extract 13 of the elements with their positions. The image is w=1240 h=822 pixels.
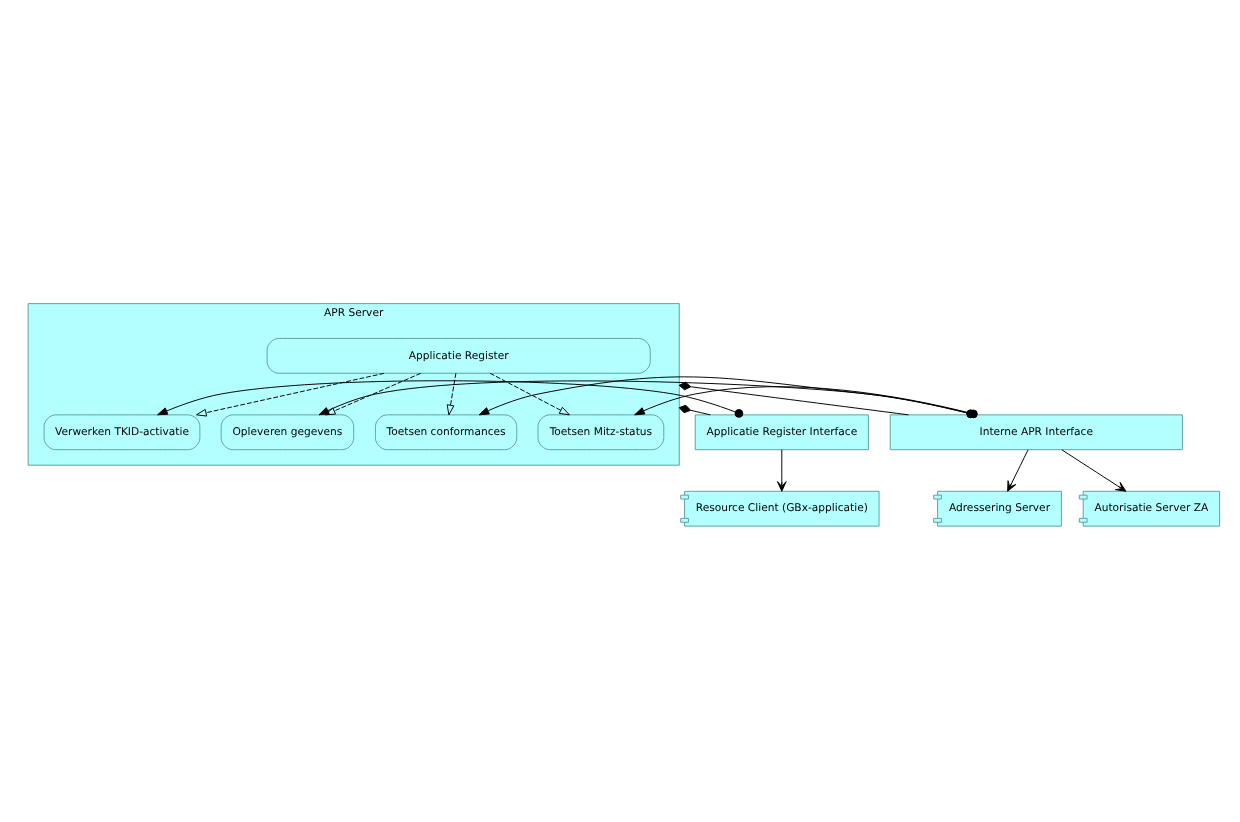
arrow bbox=[318, 380, 976, 419]
arrow bbox=[1007, 449, 1029, 492]
arrow bbox=[634, 386, 978, 419]
arrow bbox=[196, 372, 385, 417]
connector bbox=[678, 404, 711, 416]
arrow bbox=[446, 372, 457, 416]
arrow bbox=[324, 372, 422, 416]
arrow bbox=[776, 449, 787, 492]
connector bbox=[678, 381, 909, 416]
arrow bbox=[157, 380, 744, 418]
arrow bbox=[489, 372, 570, 416]
arrow bbox=[1061, 449, 1127, 492]
arrow bbox=[478, 376, 976, 419]
